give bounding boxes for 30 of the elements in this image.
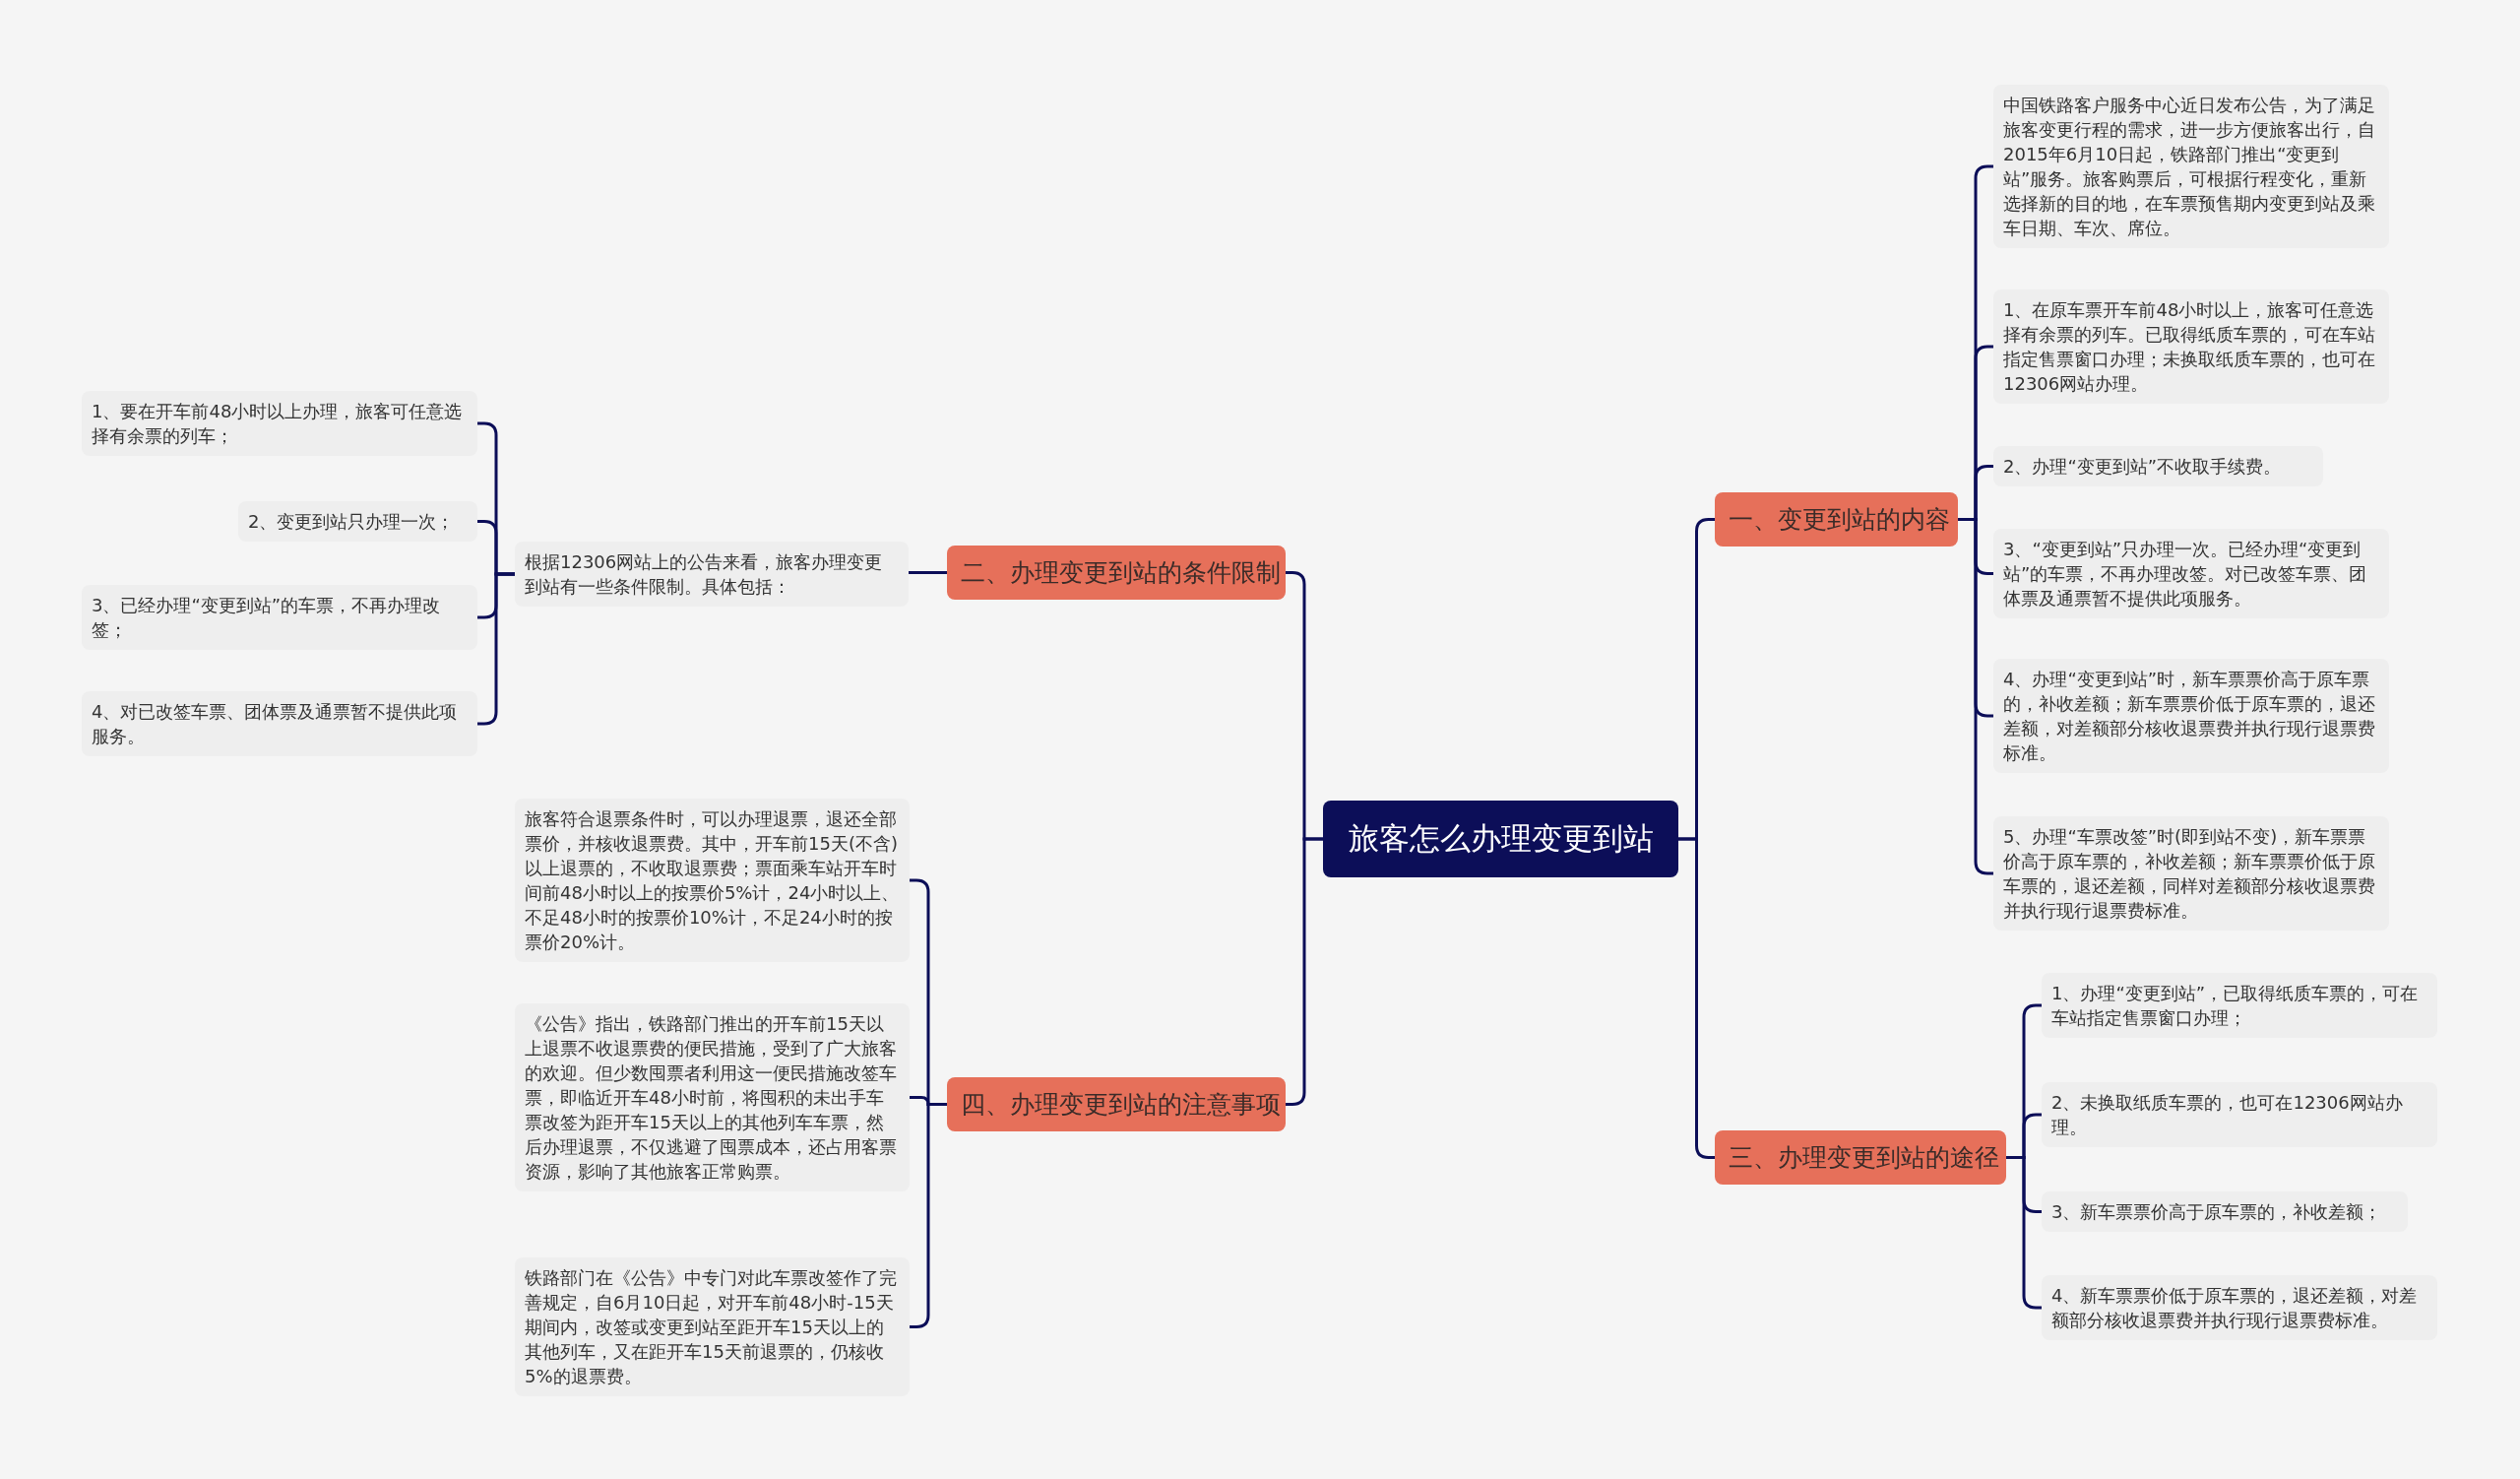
note-box: 4、对已改签车票、团体票及通票暂不提供此项服务。 <box>82 691 477 756</box>
note-box: 1、在原车票开车前48小时以上，旅客可任意选择有余票的列车。已取得纸质车票的，可在车站指定售票窗口办理；未换取纸质车票的，也可在12306网站办理。 <box>1993 289 2389 404</box>
note-box: 2、办理“变更到站”不收取手续费。 <box>1993 446 2323 486</box>
note-box: 4、新车票票价低于原车票的，退还差额，对差额部分核收退票费并执行现行退票费标准。 <box>2042 1275 2437 1340</box>
branch-topic-box: 一、变更到站的内容 <box>1715 492 1958 547</box>
note-box: 铁路部门在《公告》中专门对此车票改签作了完善规定，自6月10日起，对开车前48小时-15天期间内，改签或变更到站至距开车15天以上的其他列车，又在距开车15天前退票的，仍核收5%的退票费。 <box>515 1257 910 1396</box>
central-topic-box: 旅客怎么办理变更到站 <box>1323 801 1678 877</box>
branch-topic-box: 三、办理变更到站的途径 <box>1715 1130 2006 1185</box>
note-box: 中国铁路客户服务中心近日发布公告，为了满足旅客变更行程的需求，进一步方便旅客出行，自2015年6月10日起，铁路部门推出“变更到站”服务。旅客购票后，可根据行程变化，重新选择新的目的地，在车票预售期内变更到站及乘车日期、车次、席位。 <box>1993 85 2389 248</box>
branch-topic-box: 四、办理变更到站的注意事项 <box>947 1077 1286 1131</box>
connector-line <box>2006 1156 2042 1310</box>
note-box: 根据12306网站上的公告来看，旅客办理变更到站有一些条件限制。具体包括： <box>515 542 909 607</box>
connector-line <box>477 572 515 726</box>
connector-line <box>910 1103 947 1328</box>
connector-line <box>1678 837 1715 1159</box>
connector-line <box>1286 837 1323 1106</box>
note-box: 1、办理“变更到站”，已取得纸质车票的，可在车站指定售票窗口办理； <box>2042 973 2437 1038</box>
note-box: 5、办理“车票改签”时(即到站不变)，新车票票价高于原车票的，补收差额；新车票票价低于原车票的，退还差额，同样对差额部分核收退票费并执行现行退票费标准。 <box>1993 816 2389 931</box>
note-box: 旅客符合退票条件时，可以办理退票，退还全部票价，并核收退票费。其中，开车前15天(不含)以上退票的，不收取退票费；票面乘车站开车时间前48小时以上的按票价5%计，24小时以上、不足48小时的按票价10%计，不足24小时的按票价20%计。 <box>515 799 910 962</box>
note-box: 2、变更到站只办理一次； <box>238 501 477 542</box>
connector-line <box>909 571 947 574</box>
note-box: 4、办理“变更到站”时，新车票票价高于原车票的，补收差额；新车票票价低于原车票的，退还差额，对差额部分核收退票费并执行现行退票费标准。 <box>1993 659 2389 773</box>
note-box: 3、“变更到站”只办理一次。已经办理“变更到站”的车票，不再办理改签。对已改签车票、团体票及通票暂不提供此项服务。 <box>1993 529 2389 618</box>
note-box: 《公告》指出，铁路部门推出的开车前15天以上退票不收退票费的便民措施，受到了广大旅客的欢迎。但少数囤票者利用这一便民措施改签车票，即临近开车48小时前，将囤积的未出手车票改签为距开车15天以上的其他列车车票，然后办理退票，不仅逃避了囤票成本，还占用客票资源，影响了其他旅客正常购票。 <box>515 1003 910 1191</box>
note-box: 2、未换取纸质车票的，也可在12306网站办理。 <box>2042 1082 2437 1147</box>
note-box: 3、新车票票价高于原车票的，补收差额； <box>2042 1191 2408 1232</box>
connector-line <box>1958 518 1993 875</box>
note-box: 1、要在开车前48小时以上办理，旅客可任意选择有余票的列车； <box>82 391 477 456</box>
note-box: 3、已经办理“变更到站”的车票，不再办理改签； <box>82 585 477 650</box>
branch-topic-box: 二、办理变更到站的条件限制 <box>947 546 1286 600</box>
